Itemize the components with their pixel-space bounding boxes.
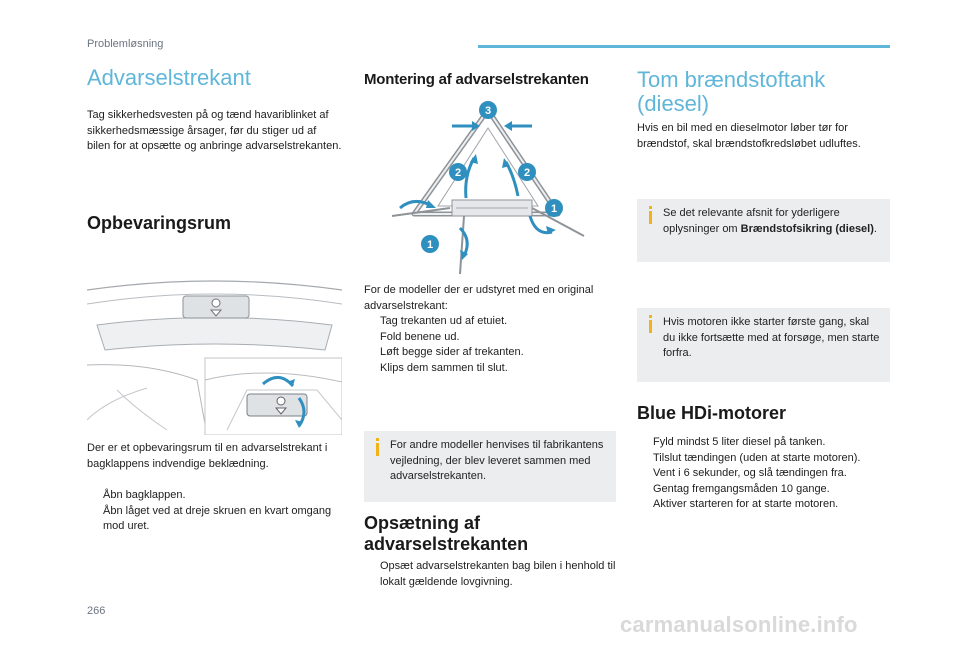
figure-label-3: 3 xyxy=(485,105,491,117)
section-header: Problemløsning xyxy=(87,38,164,50)
list-item: Åbn bagklappen. xyxy=(103,489,186,501)
list-item: Åbn låget ved at dreje skruen en kvart o… xyxy=(103,504,332,533)
list-item: Aktiver starteren for at starte motoren. xyxy=(653,498,839,510)
mounting-intro: For de modeller der er udstyret med en o… xyxy=(364,284,594,312)
info-icon xyxy=(647,315,653,333)
list-item: Opsæt advarselstrekanten bag bilen i hen… xyxy=(380,560,616,588)
hdi-steps-list: Fyld mindst 5 liter diesel på tanken. Ti… xyxy=(637,435,890,513)
list-item: Klips dem sammen til slut. xyxy=(380,361,508,374)
list-item: Tilslut tændingen (uden at starte motore… xyxy=(653,451,861,464)
info-note-restart: Hvis motoren ikke starter første gang, s… xyxy=(637,308,890,382)
info-note-fuel-safety: Se det relevante afsnit for yderligere o… xyxy=(637,199,890,262)
list-item: Fold benene ud. xyxy=(380,330,460,343)
storage-steps-list: Åbn bagklappen. Åbn låget ved at dreje s… xyxy=(87,488,342,535)
fuel-tank-heading: Tom brændstoftank (diesel) xyxy=(637,67,826,116)
setup-heading: Opsætning af advarselstrekanten xyxy=(364,513,529,554)
list-item: Tag trekanten ud af etuiet. xyxy=(380,315,508,327)
list-item: Løft begge sider af trekanten. xyxy=(380,346,524,358)
tailgate-storage-illustration xyxy=(86,270,343,436)
mounting-heading: Montering af advarselstrekanten xyxy=(364,71,589,88)
storage-paragraph: Der er et opbevaringsrum til en advarsel… xyxy=(87,442,328,470)
hdi-heading: Blue HDi-motorer xyxy=(637,403,787,423)
triangle-assembly-illustration: 3 2 2 1 1 xyxy=(380,96,590,278)
intro-paragraph: Tag sikkerhedsvesten på og tænd havaribl… xyxy=(87,109,342,152)
figure-label-2-left: 2 xyxy=(455,167,461,179)
list-item: Vent i 6 sekunder, og slå tændingen fra. xyxy=(653,467,847,479)
info-icon xyxy=(647,206,653,224)
page-title: Advarselstrekant xyxy=(87,65,251,90)
storage-heading: Opbevaringsrum xyxy=(87,213,232,233)
list-item: Gentag fremgangsmåden 10 gange. xyxy=(653,482,830,495)
info-icon xyxy=(374,438,380,456)
list-item: Fyld mindst 5 liter diesel på tanken. xyxy=(653,436,826,448)
figure-label-1-left: 1 xyxy=(427,239,433,251)
watermark: carmanualsonline.info xyxy=(620,612,858,637)
page-number: 266 xyxy=(87,605,106,617)
info-note-other-models: For andre modeller henvises til fabrikan… xyxy=(364,431,616,502)
header-accent-bar xyxy=(478,45,890,48)
figure-label-2-right: 2 xyxy=(524,167,530,179)
figure-label-1-right: 1 xyxy=(551,203,557,215)
setup-steps-list: Opsæt advarselstrekanten bag bilen i hen… xyxy=(364,559,616,590)
mounting-steps-list: Tag trekanten ud af etuiet. Fold benene … xyxy=(364,314,616,376)
fuel-tank-intro: Hvis en bil med en dieselmotor løber tør… xyxy=(637,122,861,150)
